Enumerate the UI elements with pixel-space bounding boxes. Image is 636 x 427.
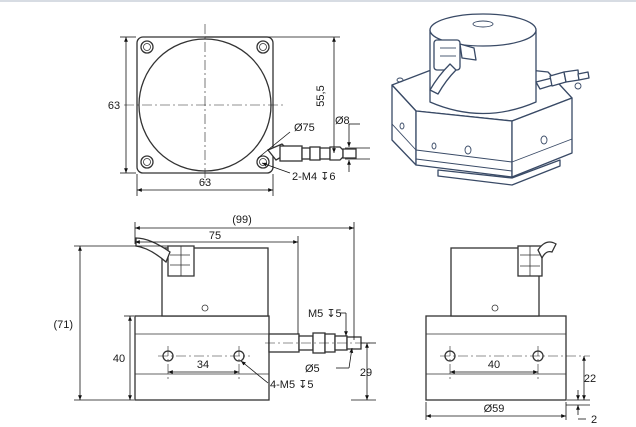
iso-base-bottom: [437, 159, 561, 186]
top-border: [0, 0, 636, 2]
top-view: 63 63 55,5 Ø75 Ø8 2-M4 ↧6: [108, 24, 370, 196]
front-base: [134, 315, 270, 401]
front-overall-height-label: (71): [53, 319, 73, 331]
front-width-75-label: 75: [209, 230, 221, 242]
front-pin-diameter-label: Ø5: [305, 363, 320, 375]
top-mount-holes-label: 2-M4 ↧6: [292, 171, 335, 183]
side-hole-spacing-label: 40: [488, 359, 500, 371]
side-diameter-label: Ø59: [484, 403, 505, 415]
side-hole-height-label: 22: [584, 373, 596, 385]
front-thread-label: M5 ↧5: [308, 308, 342, 320]
iso-side-fitting: [535, 69, 590, 90]
front-view: (99) 75 (71) 40 M5 ↧5 Ø5 34 4-M5 ↧5: [53, 214, 376, 401]
front-pin-height-label: 29: [360, 367, 372, 379]
top-view-cable-fitting: [266, 143, 357, 162]
side-offset-label: 2: [591, 414, 597, 426]
iso-cylinder-top: [429, 13, 537, 47]
iso-base-right: [511, 97, 573, 178]
top-width-label: 63: [199, 177, 211, 189]
front-base-height-label: 40: [113, 353, 125, 365]
side-connector: [517, 241, 557, 277]
front-hole-spacing-label: 34: [197, 359, 209, 371]
side-view: 40 22 Ø59 2: [425, 241, 597, 426]
iso-base-front: [415, 110, 513, 178]
iso-connector: [429, 39, 477, 95]
front-mount-holes-label: 4-M5 ↧5: [270, 379, 313, 391]
top-height-label: 63: [108, 100, 120, 112]
isometric-view: [391, 13, 590, 186]
top-diameter-flange-label: Ø75: [294, 122, 315, 134]
front-overall-width-label: (99): [232, 214, 252, 226]
top-diameter-pin-label: Ø8: [335, 115, 350, 127]
front-pull-pin: [265, 332, 372, 354]
top-cable-offset-label: 55,5: [315, 85, 327, 106]
